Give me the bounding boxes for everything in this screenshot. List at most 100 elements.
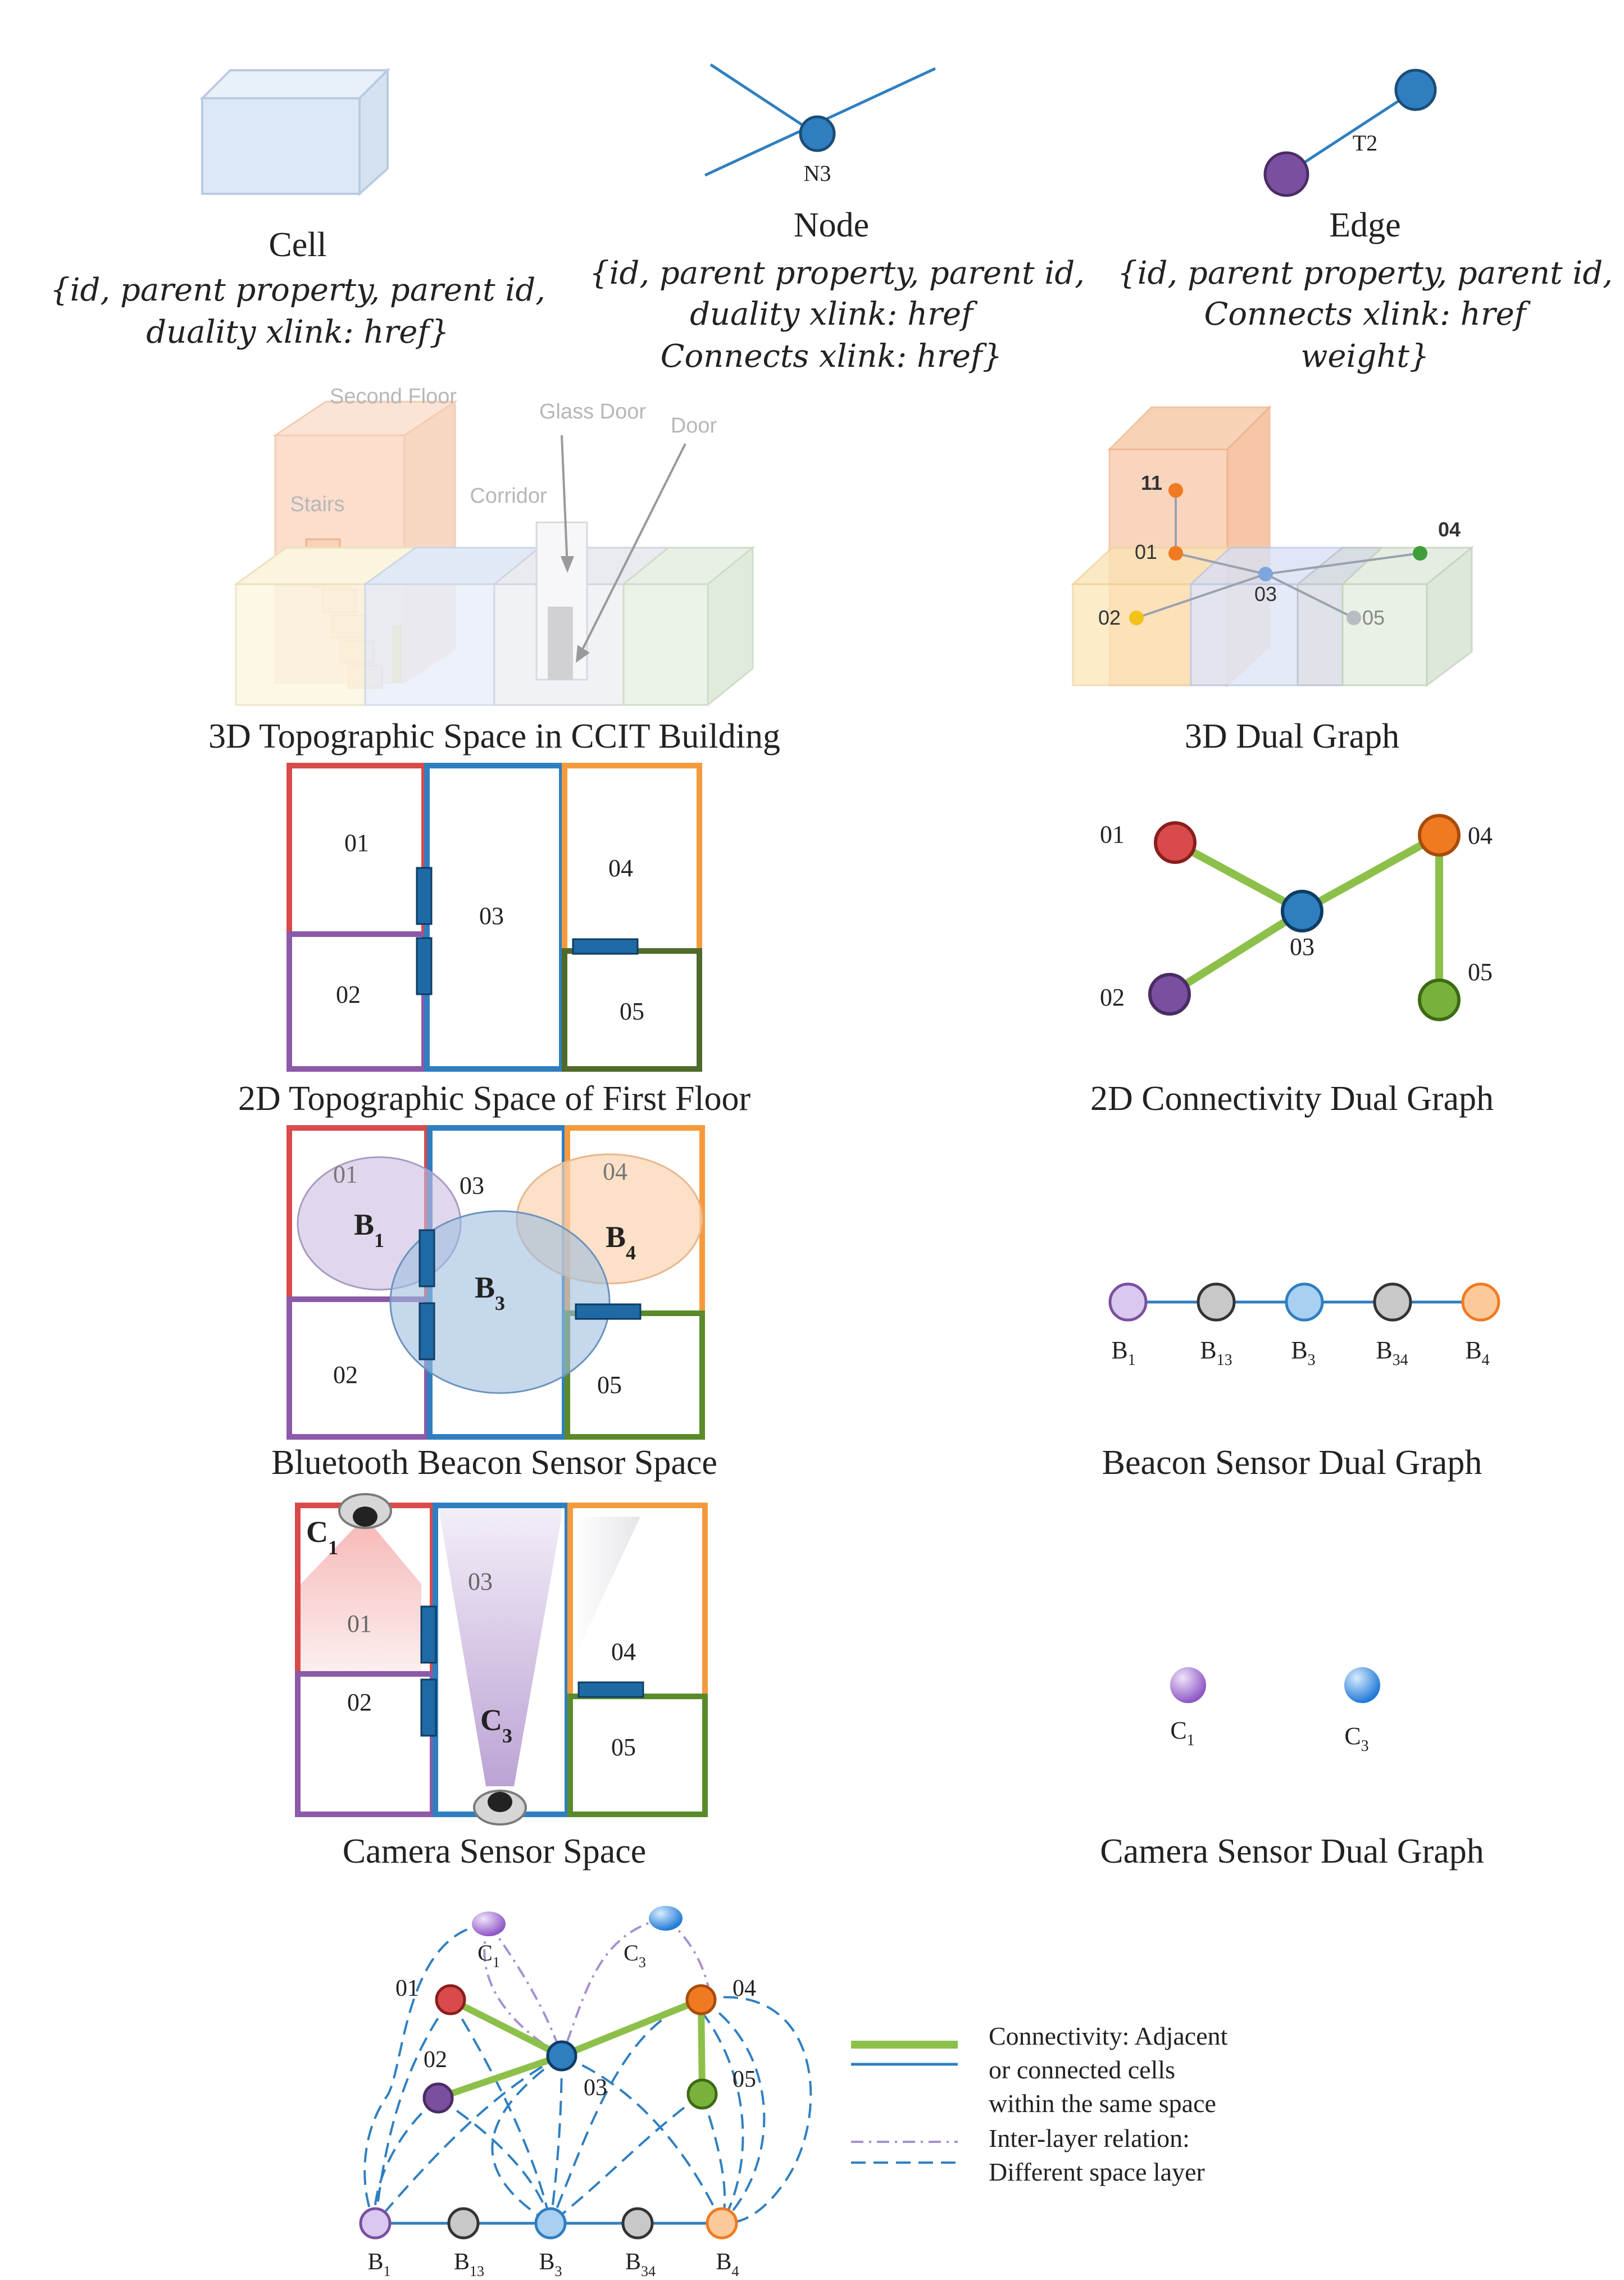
- conn-node-04: 04: [1468, 822, 1493, 849]
- conn-node-02: 02: [1100, 984, 1125, 1011]
- legend-edge-props: weight}: [1300, 338, 1430, 375]
- caption-3d-dual: 3D Dual Graph: [1184, 717, 1400, 756]
- beacon-b1: B1: [354, 1208, 384, 1252]
- caption-camera-graph: Camera Sensor Dual Graph: [1100, 1832, 1484, 1871]
- camera-icon: [473, 1790, 527, 1826]
- bg-node-label: B3: [1291, 1336, 1315, 1369]
- dual3d-node-11: 11: [1141, 471, 1162, 494]
- key-line-5: Different space layer: [989, 2158, 1205, 2186]
- camera-room-02: 02: [347, 1689, 372, 1716]
- combined-graph: [359, 1906, 812, 2240]
- caption-2d-topo: 2D Topographic Space of First Floor: [238, 1080, 751, 1118]
- cg-node-label: C1: [1170, 1717, 1194, 1749]
- dual3d-node-04: 04: [1438, 518, 1461, 541]
- combined-b3: B3: [539, 2249, 562, 2279]
- camera-room-04: 04: [611, 1638, 636, 1665]
- combined-room-01: 01: [395, 1976, 419, 2001]
- dual3d-node-03: 03: [1254, 582, 1277, 606]
- conn-node-03: 03: [1290, 933, 1314, 961]
- camera-room-01: 01: [347, 1610, 372, 1637]
- camera-room-03: 03: [468, 1568, 493, 1595]
- dual-graph-3d: [1071, 405, 1475, 688]
- combined-b4: B4: [716, 2249, 739, 2279]
- dual3d-node-02: 02: [1098, 606, 1121, 629]
- combined-b34: B34: [625, 2249, 656, 2279]
- bg-node-label: B1: [1111, 1336, 1135, 1369]
- node-icon: [704, 63, 936, 177]
- cell-cube-icon: [199, 67, 390, 197]
- beacon-room-04: 04: [603, 1158, 627, 1185]
- dual3d-node-01: 01: [1135, 540, 1157, 563]
- conn-node-01: 01: [1100, 821, 1125, 848]
- combined-c3: C3: [624, 1940, 646, 1970]
- legend-cell-title: Cell: [269, 226, 327, 264]
- bg-node-label: B13: [1200, 1336, 1232, 1369]
- camera-graph: [1170, 1667, 1380, 1703]
- floor-room-05: 05: [620, 998, 644, 1025]
- label-door: Door: [671, 414, 717, 438]
- floor-room-02: 02: [336, 981, 361, 1008]
- combined-room-02: 02: [424, 2047, 447, 2073]
- key-line-3: within the same space: [989, 2089, 1216, 2118]
- label-second-floor: Second Floor: [330, 385, 457, 408]
- camera-c1: C1: [306, 1515, 338, 1559]
- connectivity-graph-2d: [1148, 814, 1461, 1021]
- beacon-room-03: 03: [460, 1172, 484, 1199]
- beacon-b3: B3: [475, 1271, 505, 1314]
- combined-room-05: 05: [733, 2067, 756, 2092]
- legend-edge-props: Connects xlink: href: [1204, 296, 1526, 333]
- cg-node-label: C3: [1344, 1722, 1368, 1755]
- door-icon: [416, 867, 639, 995]
- legend-cell-props: duality xlink: href}: [146, 314, 449, 351]
- beacon-room-01: 01: [333, 1161, 358, 1188]
- dual3d-node-05: 05: [1362, 606, 1385, 629]
- combined-b13: B13: [454, 2249, 484, 2279]
- combined-room-03: 03: [584, 2075, 607, 2101]
- key: [851, 2041, 958, 2164]
- bg-node-label: B34: [1376, 1336, 1408, 1369]
- beacon-room-02: 02: [333, 1361, 358, 1389]
- legend-node-props: Connects xlink: href}: [660, 338, 1003, 375]
- label-stairs: Stairs: [290, 493, 344, 516]
- node-label: N3: [804, 161, 831, 186]
- legend-node-title: Node: [793, 206, 870, 244]
- edge-label: T2: [1353, 130, 1377, 156]
- combined-b1: B1: [367, 2249, 390, 2279]
- floor-room-03: 03: [479, 902, 504, 930]
- caption-beacon-space: Bluetooth Beacon Sensor Space: [271, 1444, 717, 1482]
- legend-node-props: {id, parent property, parent id,: [589, 255, 1085, 292]
- camera-c3: C3: [480, 1703, 512, 1747]
- beacon-graph: [1108, 1282, 1500, 1322]
- caption-3d-topo: 3D Topographic Space in CCIT Building: [208, 717, 781, 756]
- label-corridor: Corridor: [470, 484, 547, 508]
- building-3d: [233, 400, 756, 707]
- bg-node-label: B4: [1465, 1336, 1489, 1369]
- edge-icon: [1263, 69, 1437, 197]
- legend-edge-title: Edge: [1329, 206, 1401, 244]
- label-glass-door: Glass Door: [539, 400, 646, 424]
- camera-space: [295, 1493, 708, 1826]
- caption-2d-conn: 2D Connectivity Dual Graph: [1090, 1080, 1494, 1118]
- floor-room-04: 04: [608, 854, 633, 882]
- caption-camera-space: Camera Sensor Space: [342, 1832, 647, 1871]
- combined-room-04: 04: [733, 1976, 756, 2001]
- key-line-2: or connected cells: [989, 2055, 1175, 2084]
- beacon-room-05: 05: [597, 1371, 622, 1399]
- beacon-b4: B4: [606, 1220, 636, 1264]
- legend-cell-props: {id, parent property, parent id,: [50, 272, 545, 308]
- key-line-4: Inter-layer relation:: [989, 2124, 1190, 2152]
- floor-plan-2d: [286, 763, 702, 1072]
- beacon-range: [389, 1210, 611, 1394]
- combined-c1: C1: [477, 1940, 500, 1970]
- conn-node-05: 05: [1468, 958, 1493, 986]
- beacon-space: [286, 1125, 705, 1440]
- key-line-1: Connectivity: Adjacent: [989, 2022, 1228, 2050]
- camera-room-05: 05: [611, 1733, 636, 1761]
- floor-room-01: 01: [344, 829, 369, 857]
- camera-icon: [338, 1493, 392, 1529]
- legend-node-props: duality xlink: href: [690, 296, 973, 333]
- caption-beacon-graph: Beacon Sensor Dual Graph: [1102, 1444, 1482, 1482]
- legend-edge-props: {id, parent property, parent id,: [1117, 255, 1613, 292]
